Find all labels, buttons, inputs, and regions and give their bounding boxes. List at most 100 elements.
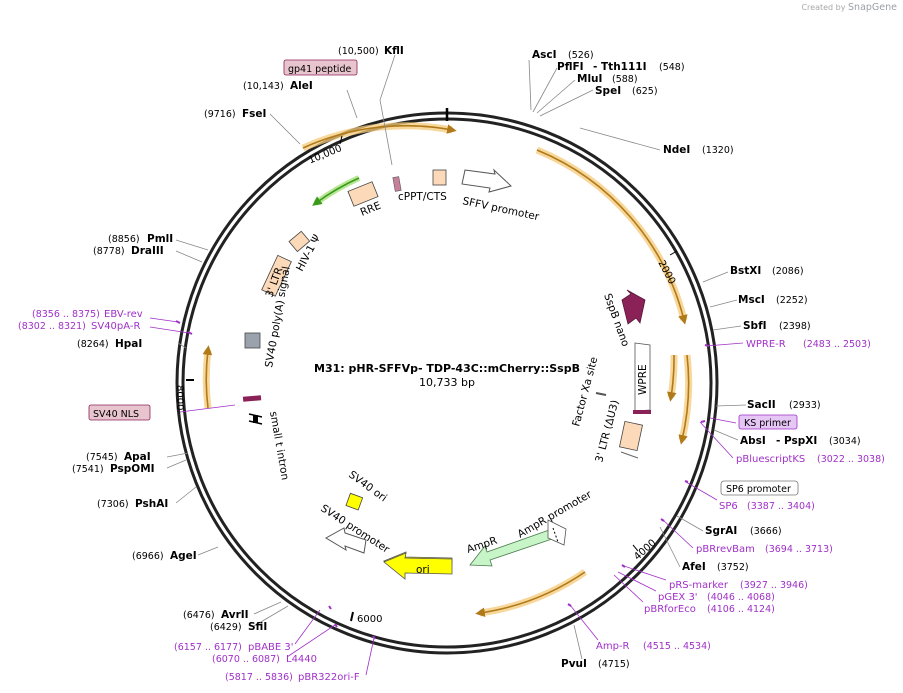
- box-gp41[interactable]: gp41 peptide: [283, 59, 358, 76]
- feature-sffv[interactable]: SFFV promoter: [461, 168, 541, 223]
- feature-small-t[interactable]: small t intron: [248, 410, 291, 481]
- pvui-name: PvuI: [561, 658, 587, 670]
- orf-arc-right: [536, 149, 688, 325]
- pbluescriptks-pos: (3022 .. 3038): [817, 454, 885, 465]
- site-msci[interactable]: MscI (2252): [738, 294, 808, 306]
- site-fsei[interactable]: (9716) FseI: [204, 108, 266, 120]
- wpre-r-name: WPRE-R: [746, 339, 786, 350]
- site-pspomi[interactable]: (7541) PspOMI: [72, 463, 155, 475]
- feature-cppt[interactable]: cPPT/CTS: [398, 169, 447, 203]
- site-kfli[interactable]: (10,500) KflI: [338, 45, 404, 57]
- feature-sv40-ori[interactable]: SV40 ori: [345, 469, 389, 511]
- site-sfii[interactable]: (6429) SfiI: [210, 621, 267, 633]
- feature-ampr-promoter[interactable]: AmpR promoter: [516, 488, 595, 546]
- pflfi-pos: (548): [659, 62, 685, 73]
- absi-name: AbsI: [740, 435, 766, 447]
- site-avrii[interactable]: (6476) AvrII: [183, 609, 249, 621]
- primer-ks[interactable]: KS primer: [738, 414, 798, 430]
- primer-sp6[interactable]: SP6 (3387 .. 3404): [719, 501, 815, 512]
- sv40pa-r-pos: (8302 .. 8321): [18, 321, 86, 332]
- site-agei[interactable]: (6966) AgeI: [132, 550, 197, 562]
- primer-pgex3[interactable]: pGEX 3' (4046 .. 4068): [658, 592, 775, 603]
- l4440-pos: (6070 .. 6087): [212, 654, 280, 665]
- sv40-nls-label: SV40 NLS: [93, 409, 139, 420]
- site-alei[interactable]: (10,143) AleI: [243, 80, 313, 92]
- feature-ori[interactable]: ori: [382, 551, 453, 580]
- site-pmli[interactable]: (8856) PmlI: [108, 233, 173, 245]
- sgrai-name: SgrAI: [705, 525, 737, 537]
- site-bstxi[interactable]: BstXI (2086): [730, 265, 804, 277]
- afei-pos: (3752): [717, 562, 749, 573]
- site-sgrai[interactable]: SgrAI (3666): [705, 525, 782, 537]
- primer-pbrrevbam[interactable]: pBRrevBam (3694 .. 3713): [696, 544, 833, 555]
- primer-l4440[interactable]: (6070 .. 6087) L4440: [212, 654, 317, 665]
- draiii-pos: (8778): [93, 246, 125, 257]
- box-sv40-nls[interactable]: SV40 NLS: [88, 404, 151, 421]
- site-sbfi[interactable]: SbfI (2398): [743, 320, 811, 332]
- pshai-name: PshAI: [135, 498, 168, 510]
- site-absi[interactable]: AbsI - PspXI (3034): [740, 435, 861, 447]
- feature-sspb[interactable]: SspB nano: [601, 289, 646, 348]
- fsei-pos: (9716): [204, 109, 236, 120]
- primer-pbluescriptks[interactable]: pBluescriptKS (3022 .. 3038): [736, 454, 885, 465]
- site-hpai[interactable]: (8264) HpaI: [77, 338, 142, 350]
- ndei-pos: (1320): [702, 145, 734, 156]
- mlui-name: MluI: [577, 73, 602, 85]
- primer-pbrforeco[interactable]: pBRforEco (4106 .. 4124): [644, 604, 775, 615]
- site-pflfi[interactable]: PflFI - Tth111I (548): [557, 61, 685, 73]
- feature-ampr[interactable]: AmpR: [465, 528, 556, 567]
- sfii-name: SfiI: [248, 621, 267, 633]
- wpre-label: WPRE: [637, 364, 649, 395]
- site-ndei[interactable]: NdeI (1320): [663, 144, 734, 156]
- feature-hiv-psi[interactable]: HIV-1 Ψ: [288, 230, 323, 273]
- pbrforeco-pos: (4106 .. 4124): [707, 604, 775, 615]
- sp6-name: SP6: [719, 501, 738, 512]
- orf-arc-small-2: [678, 354, 690, 445]
- primer-wpre-r[interactable]: WPRE-R (2483 .. 2503): [746, 339, 871, 350]
- pflfi-name: PflFI: [557, 61, 584, 73]
- orf-arc-bottom: [475, 571, 586, 618]
- cppt-label: cPPT/CTS: [398, 191, 447, 203]
- pspxi-name: - PspXI: [776, 435, 817, 447]
- site-spei[interactable]: SpeI (625): [595, 85, 658, 97]
- bstxi-pos: (2086): [772, 266, 804, 277]
- avrii-name: AvrII: [221, 609, 249, 621]
- feature-wpre[interactable]: WPRE: [633, 342, 651, 414]
- site-pvui[interactable]: PvuI (4715): [561, 658, 630, 670]
- amp-r-name: Amp-R: [596, 641, 630, 652]
- feature-sv40-promoter[interactable]: SV40 promoter: [318, 502, 392, 556]
- primer-prs-marker[interactable]: pRS-marker (3927 .. 3946): [669, 580, 808, 591]
- primer-sv40pa-r[interactable]: (8302 .. 8321) SV40pA-R: [18, 321, 140, 332]
- tick-8000: 8000: [174, 385, 185, 410]
- primer-sp6-promoter[interactable]: SP6 promoter: [720, 480, 799, 496]
- site-afei[interactable]: AfeI (3752): [682, 561, 749, 573]
- agei-pos: (6966): [132, 551, 164, 562]
- ks-primer-name: KS primer: [744, 418, 791, 429]
- site-apai[interactable]: (7545) ApaI: [86, 451, 151, 463]
- site-mlui[interactable]: MluI (588): [577, 73, 638, 85]
- ebv-rev-name: EBV-rev: [104, 309, 143, 320]
- bstxi-name: BstXI: [730, 265, 761, 277]
- ndei-name: NdeI: [663, 144, 690, 156]
- afei-name: AfeI: [682, 561, 706, 573]
- feature-rre[interactable]: RRE: [347, 181, 383, 219]
- brand-prefix: Created by: [801, 3, 846, 12]
- primer-leaders: [149, 317, 744, 676]
- draiii-name: DraIII: [131, 245, 164, 257]
- primer-pbr322ori-f[interactable]: (5817 .. 5836) pBR322ori-F: [225, 672, 360, 683]
- site-pshai[interactable]: (7306) PshAI: [97, 498, 168, 510]
- primer-pbabe3[interactable]: (6157 .. 6177) pBABE 3': [174, 642, 294, 653]
- pbabe3-pos: (6157 .. 6177): [174, 642, 242, 653]
- pbrrevbam-name: pBRrevBam: [696, 544, 755, 555]
- apai-pos: (7545): [86, 452, 118, 463]
- agei-name: AgeI: [170, 550, 197, 562]
- primer-amp-r[interactable]: Amp-R (4515 .. 4534): [596, 641, 711, 652]
- asci-pos: (526): [568, 50, 594, 61]
- mlui-pos: (588): [612, 74, 638, 85]
- msci-pos: (2252): [776, 295, 808, 306]
- site-sacii[interactable]: SacII (2933): [747, 399, 821, 411]
- map-length: 10,733 bp: [419, 376, 475, 389]
- site-asci[interactable]: AscI (526): [532, 49, 594, 61]
- primer-ebv-rev[interactable]: (8356 .. 8375) EBV-rev: [32, 309, 143, 320]
- site-draiii[interactable]: (8778) DraIII: [93, 245, 164, 257]
